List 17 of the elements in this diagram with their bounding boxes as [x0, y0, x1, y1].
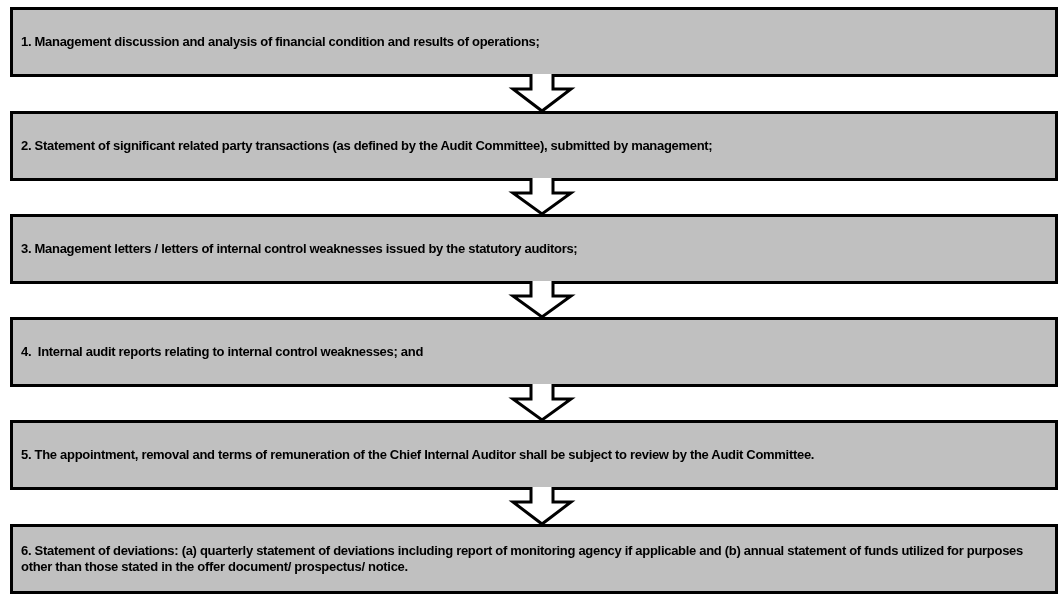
block-arrow — [508, 382, 576, 422]
step-text: 5. The appointment, removal and terms of remuneration of the Chief Internal Auditor shall be subject to review by the Audit Committee. — [21, 447, 816, 463]
step-box — [10, 524, 1058, 594]
step-box — [10, 111, 1058, 181]
step-text: 6. Statement of deviations: (a) quarterly statement of deviations including report of monitoring agency if applicable and (b) annual statement of funds utilized for purposes other than those stated in the offer document/ prospectus/ notice. — [21, 543, 1024, 575]
step-text: 3. Management letters / letters of internal control weaknesses issued by the statutory auditors; — [21, 241, 579, 257]
block-arrow — [508, 176, 576, 216]
block-arrow — [508, 485, 576, 526]
step-text: 1. Management discussion and analysis of financial condition and results of operations; — [21, 34, 541, 50]
step-box — [10, 420, 1058, 490]
step-box — [10, 7, 1058, 77]
block-arrow — [508, 279, 576, 319]
step-text: 4. Internal audit reports relating to internal control weaknesses; and — [21, 344, 425, 360]
step-box — [10, 214, 1058, 284]
step-box — [10, 317, 1058, 387]
block-arrow — [508, 72, 576, 113]
step-text: 2. Statement of significant related party transactions (as defined by the Audit Committee), submitted by management; — [21, 138, 714, 154]
